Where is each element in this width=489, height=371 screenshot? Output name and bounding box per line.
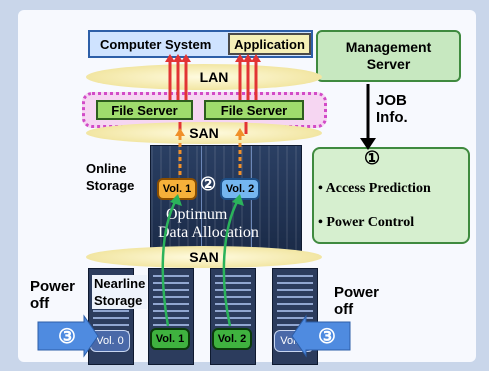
online-storage-label: Online Storage (86, 160, 134, 194)
management-server-label-2: Server (366, 56, 411, 72)
online-vol2-label: Vol. 2 (225, 183, 255, 195)
green-curve-arrows (161, 199, 240, 327)
lan-label: LAN (199, 69, 229, 85)
off-right-label: off (334, 301, 354, 318)
file-server-2: File Server (204, 100, 304, 120)
file-server-1-label: File Server (111, 102, 178, 118)
san-top-ellipse: SAN (86, 122, 322, 144)
file-server-2-label: File Server (220, 102, 288, 118)
online-storage-label-1: Online (86, 161, 127, 176)
optimum-data-allocation-label: Optimum Data Allocation (158, 206, 259, 242)
orange-dashed-arrows (178, 136, 242, 176)
power-off-left-label: Power off (30, 278, 75, 312)
data-allocation-label: Data Allocation (158, 224, 259, 241)
san-red-arrows (178, 122, 248, 134)
access-prediction-label: • Access Prediction (318, 181, 431, 196)
nearline-label-2: Storage (94, 293, 143, 308)
step3-right-label: ③ (318, 326, 336, 348)
san-bottom-label: SAN (189, 249, 219, 265)
power-off-right-label: Power off (334, 284, 379, 318)
info-label: Info. (376, 109, 408, 126)
nearline-vol0: Vol. 0 (90, 330, 130, 352)
nearline-label-1: Nearline (94, 276, 146, 291)
step2-label: ② (200, 174, 217, 194)
online-storage-label-2: Storage (86, 178, 135, 193)
management-server-label-1: Management (345, 39, 432, 55)
san-bottom-ellipse: SAN (86, 246, 322, 268)
power-off-left-arrow (37, 314, 99, 358)
lan-red-arrows (168, 60, 258, 100)
nearline-vol1-label: Vol. 1 (155, 333, 185, 345)
file-server-1: File Server (96, 100, 193, 120)
job-label: JOB (376, 92, 407, 109)
step3-left-label: ③ (58, 326, 76, 348)
power-off-right-arrow (291, 314, 351, 358)
optimum-label: Optimum (166, 206, 228, 223)
job-info-label: JOB Info. (376, 92, 408, 126)
nearline-vol1: Vol. 1 (150, 328, 190, 350)
computer-system-label: Computer System (100, 36, 212, 52)
nearline-vol2: Vol. 2 (212, 328, 252, 350)
power-left-label: Power (30, 278, 76, 295)
step1-label: ① (364, 148, 381, 168)
application-box: Application (228, 33, 311, 55)
green-arrowheads (170, 194, 244, 206)
job-info-arrowhead (360, 138, 376, 150)
orange-arrowheads (175, 128, 245, 136)
lan-red-arrowheads (165, 54, 261, 62)
lan-ellipse: LAN (86, 64, 322, 90)
power-right-label: Power (334, 284, 380, 301)
off-left-label: off (30, 295, 50, 312)
san-top-label: SAN (189, 125, 219, 141)
online-vol1-label: Vol. 1 (162, 183, 192, 195)
management-server-box: Management Server (316, 30, 461, 82)
control-box (312, 147, 470, 244)
power-control-label: • Power Control (318, 215, 415, 230)
nearline-storage-label: Nearline Storage (92, 275, 148, 309)
application-label: Application (234, 36, 305, 52)
nearline-vol0-label: Vol. 0 (96, 335, 124, 347)
nearline-vol2-label: Vol. 2 (217, 333, 247, 345)
